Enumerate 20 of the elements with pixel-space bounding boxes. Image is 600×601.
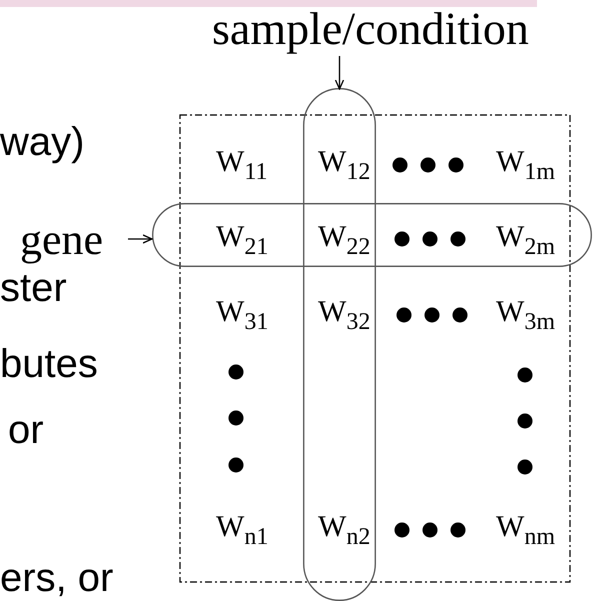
matrix-entry: W$_{11}$: [216, 147, 268, 184]
matrix-entry: W$_{21}$: [216, 222, 268, 259]
body-text: ster: [0, 268, 67, 308]
matrix-entry: W$_{2m}$: [496, 222, 555, 259]
matrix-entry: W$_{22}$: [318, 222, 370, 259]
axis-caption: gene: [20, 218, 104, 262]
axis-caption: sample/condition: [212, 6, 529, 52]
matrix-entry: W$_{31}$: [216, 297, 268, 334]
body-text: butes: [0, 344, 98, 384]
matrix-entry: W$_{nm}$: [496, 512, 555, 549]
matrix-entry: W$_{3m}$: [496, 297, 555, 334]
matrix-entry: W$_{1m}$: [496, 147, 555, 184]
body-text: or: [8, 410, 44, 450]
matrix-entry: W$_{n2}$: [318, 512, 370, 549]
matrix-entry: W$_{12}$: [318, 147, 370, 184]
body-text: ers, or: [0, 558, 114, 598]
matrix-entry: W$_{n1}$: [216, 512, 268, 549]
arrow: [334, 56, 344, 90]
arrow: [128, 234, 153, 244]
matrix-entry: W$_{32}$: [318, 297, 370, 334]
